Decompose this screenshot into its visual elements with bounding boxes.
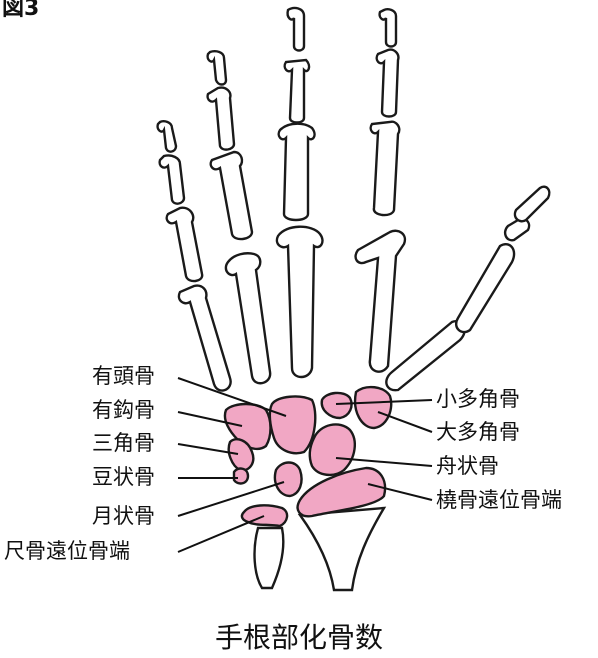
- label-triquetrum: 三角骨: [92, 433, 155, 454]
- label-distal-ulna: 尺骨遠位骨端: [4, 541, 130, 562]
- thumb-metacarpal: [386, 321, 464, 390]
- capitate-bone: [270, 397, 315, 454]
- label-capitate: 有頭骨: [92, 366, 155, 387]
- radius-shaft: [300, 508, 384, 590]
- middle-middle-phalanx: [285, 60, 309, 123]
- trapezium-bone: [355, 387, 391, 428]
- index-distal-phalanx: [380, 9, 396, 46]
- ulna-shaft: [255, 528, 284, 588]
- index-middle-phalanx: [377, 50, 399, 117]
- little-middle-phalanx: [160, 155, 184, 203]
- pisiform-bone: [234, 469, 248, 484]
- thumb-sesamoid: [505, 219, 529, 241]
- ring-proximal-phalanx: [211, 152, 252, 239]
- index-proximal-phalanx: [371, 122, 400, 215]
- label-distal-radius: 橈骨遠位骨端: [436, 490, 562, 511]
- middle-distal-phalanx: [288, 8, 304, 51]
- middle-metacarpal: [277, 227, 323, 377]
- lunate-bone: [275, 463, 302, 497]
- label-trapezium: 大多角骨: [436, 422, 520, 443]
- leader-distal-ulna: [178, 516, 264, 552]
- little-distal-phalanx: [158, 121, 176, 151]
- label-pisiform: 豆状骨: [92, 467, 155, 488]
- label-scaphoid: 舟状骨: [436, 456, 499, 477]
- little-proximal-phalanx: [167, 208, 202, 281]
- index-metacarpal: [356, 231, 405, 372]
- figure-caption: 手根部化骨数: [0, 616, 598, 656]
- thumb-distal-phalanx: [515, 187, 549, 222]
- trapezoid-bone: [322, 393, 352, 418]
- ring-metacarpal: [226, 253, 270, 383]
- thumb-proximal-phalanx: [456, 244, 514, 332]
- scaphoid-bone: [310, 424, 355, 474]
- ring-middle-phalanx: [208, 88, 234, 150]
- label-lunate: 月状骨: [92, 506, 155, 527]
- label-hamate: 有鈎骨: [92, 400, 155, 421]
- ring-distal-phalanx: [208, 51, 226, 84]
- little-metacarpal: [179, 286, 231, 391]
- label-trapezoid: 小多角骨: [436, 389, 520, 410]
- middle-proximal-phalanx: [279, 124, 315, 220]
